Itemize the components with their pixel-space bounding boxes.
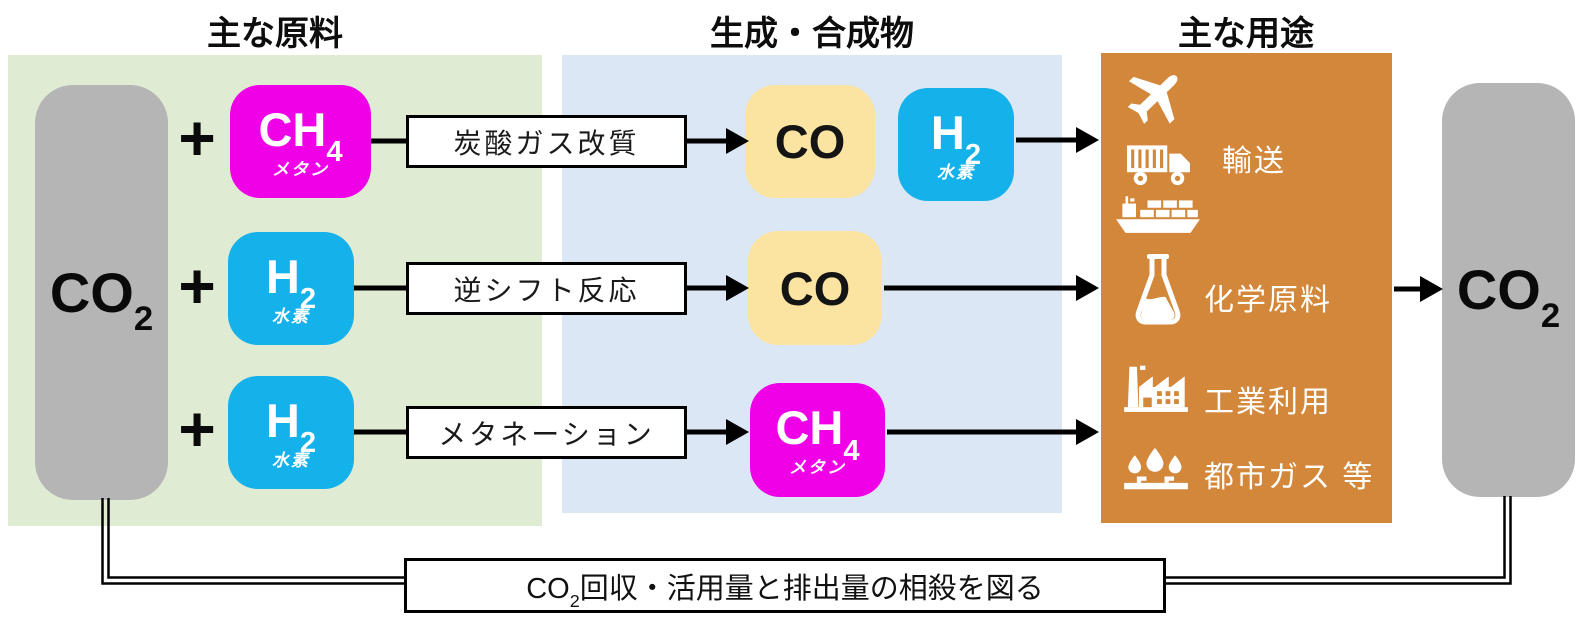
cargo-ship-icon: [1116, 196, 1200, 233]
use-label-transport: 輸送: [1222, 145, 1286, 178]
plus-sign-row2: +: [178, 250, 216, 323]
header-uses: 主な用途: [1178, 15, 1314, 53]
process-methanation: メタネーション: [406, 406, 687, 459]
process-reverse-shift: 逆シフト反応: [406, 262, 687, 315]
arrowhead-row2-uses: [1076, 275, 1099, 301]
product-h2-chip-row1: H2 水素: [898, 88, 1014, 201]
truck-icon: [1127, 145, 1190, 186]
use-label-chemical: 化学原料: [1204, 284, 1332, 317]
arrowhead-co2-return: [1420, 276, 1443, 302]
reactant-h2-chip-row2: H2 水素: [228, 232, 354, 345]
airplane-icon: [1127, 75, 1178, 124]
arrowhead-row3-uses: [1076, 419, 1099, 445]
gas-burner-icon: [1124, 447, 1188, 490]
co2-source-label: CO2: [49, 260, 154, 338]
offset-note-text: CO2回収・活用量と排出量の相殺を図る: [526, 572, 1044, 611]
reactant-h2-chip-row3: H2 水素: [228, 376, 354, 489]
plus-sign-row3: +: [178, 393, 216, 466]
use-label-industrial: 工業利用: [1204, 386, 1332, 419]
use-label-city-gas: 都市ガス 等: [1204, 461, 1375, 494]
factory-icon: [1124, 365, 1188, 412]
plus-sign-row1: +: [178, 102, 216, 175]
header-products: 生成・合成物: [710, 15, 914, 53]
product-co-chip-row1: CO: [745, 85, 875, 198]
reactant-ch4-chip: CH4 メタン: [230, 85, 371, 198]
co2-emission-label: CO2: [1456, 258, 1561, 336]
co2-source-box: CO2: [35, 85, 168, 500]
arrowhead-row1-uses: [1076, 127, 1099, 153]
process-co2-reforming: 炭酸ガス改質: [406, 115, 687, 168]
flask-icon: [1135, 254, 1181, 325]
co2-emission-box: CO2: [1442, 83, 1575, 497]
product-ch4-chip: CH4 メタン: [750, 383, 885, 497]
header-raw-materials: 主な原料: [207, 15, 343, 53]
product-co-chip-row2: CO: [748, 231, 882, 345]
offset-note-box: CO2回収・活用量と排出量の相殺を図る: [404, 558, 1166, 613]
